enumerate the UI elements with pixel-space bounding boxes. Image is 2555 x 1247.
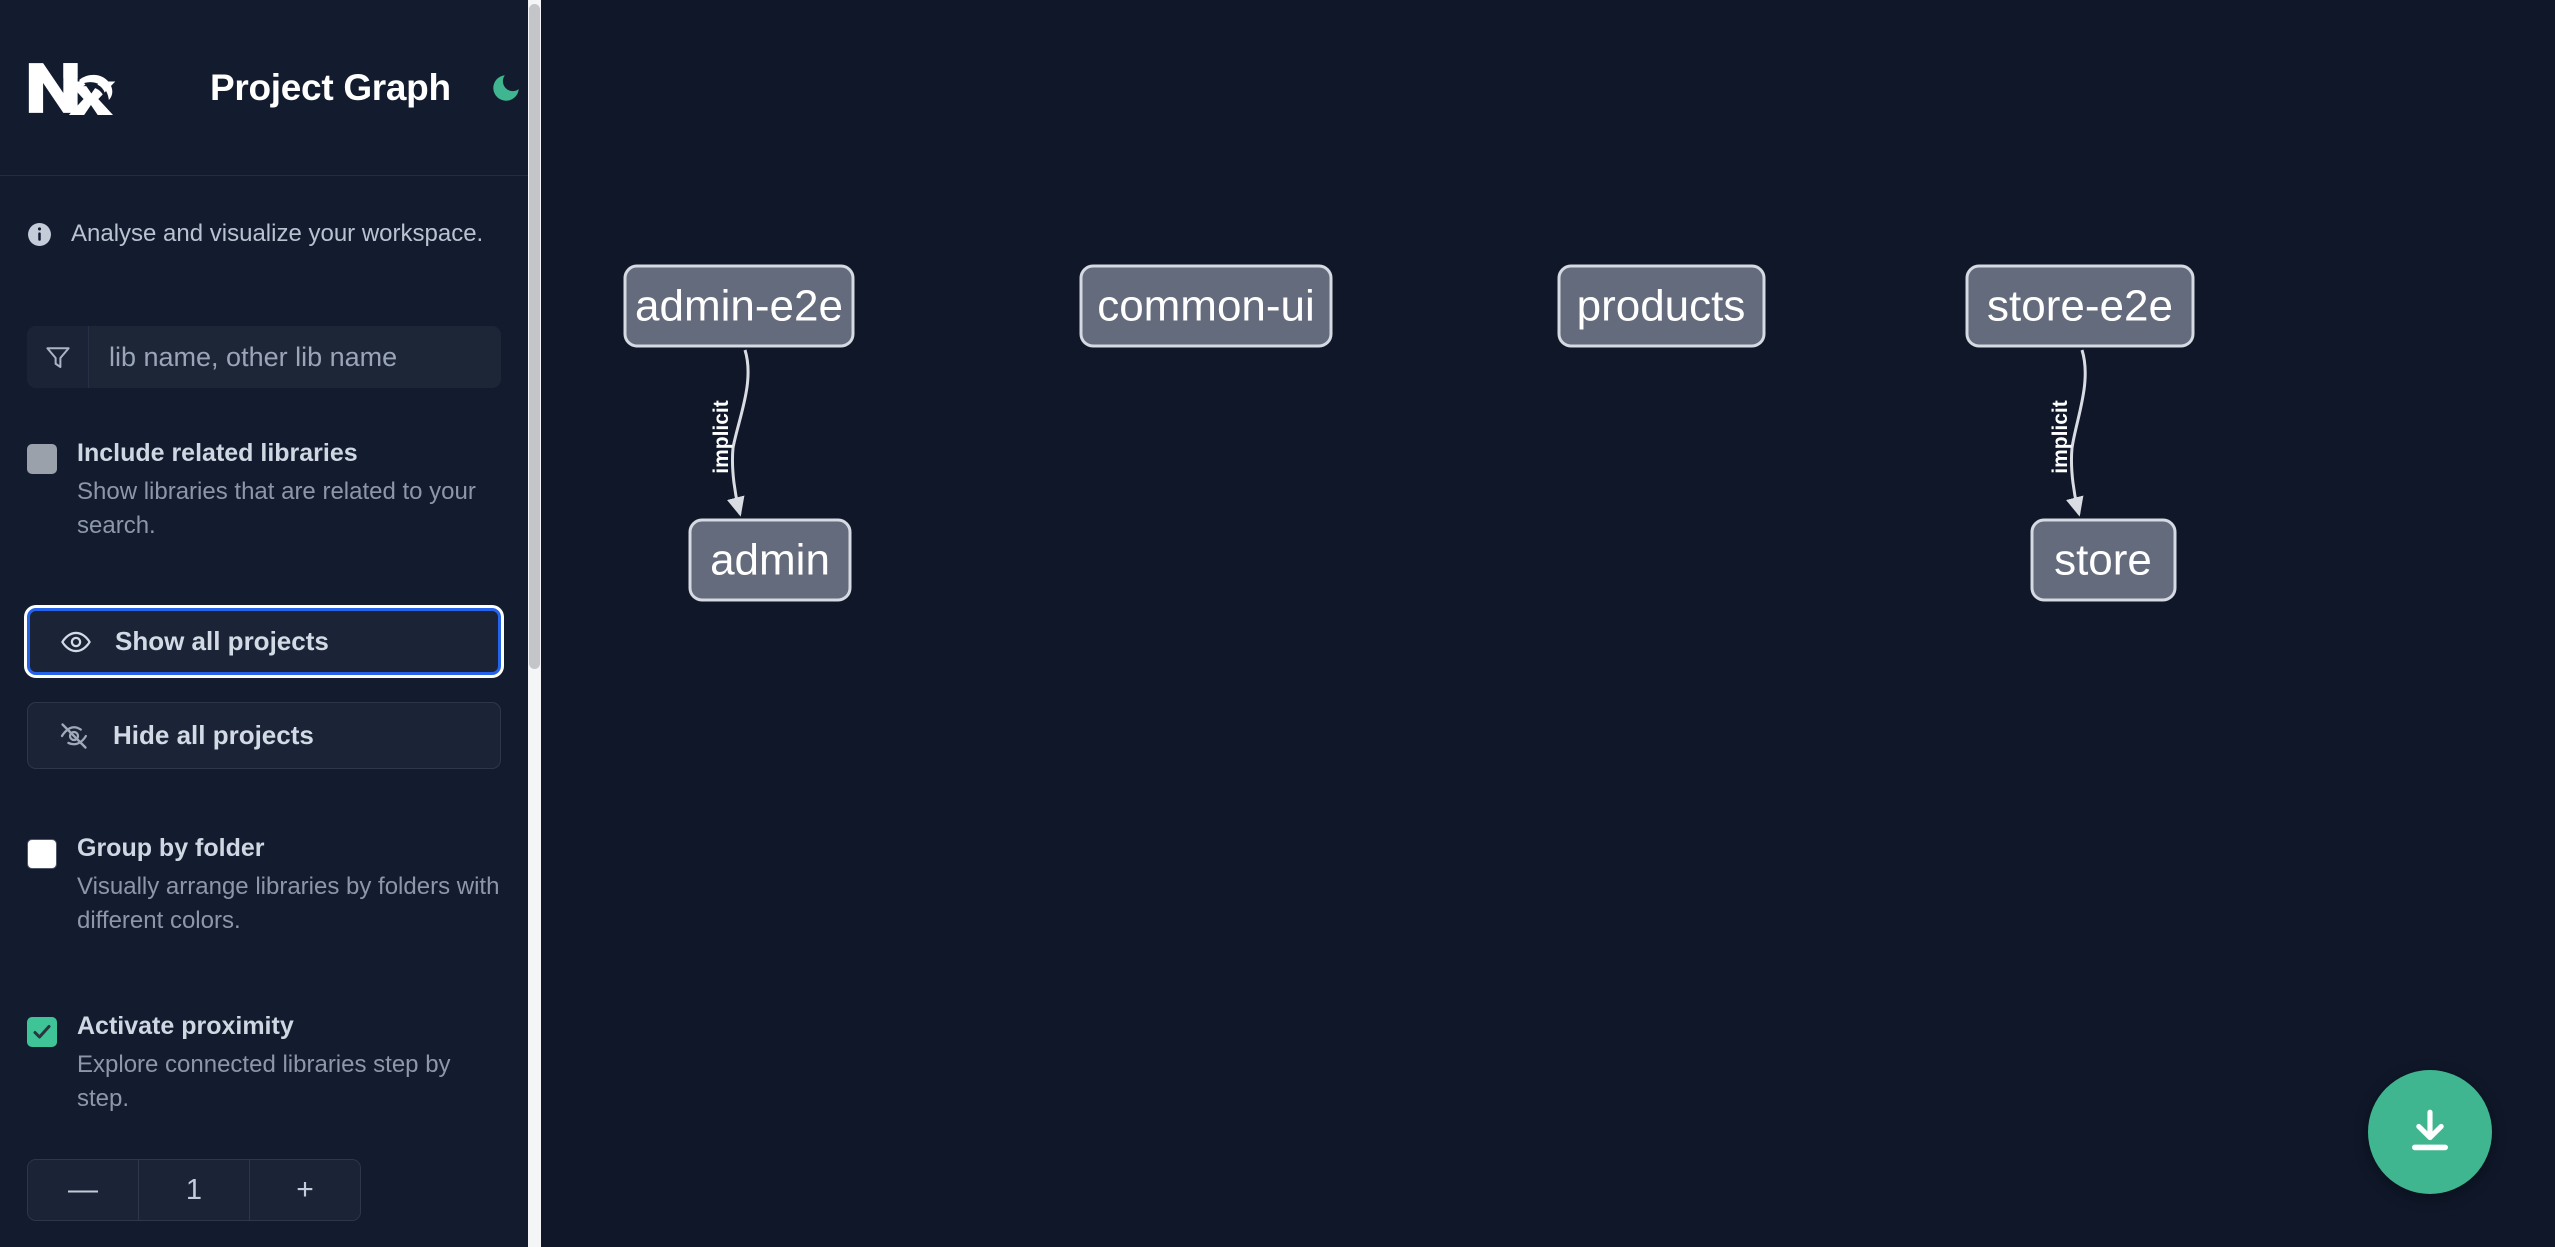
edge-label-implicit-store: implicit: [2049, 400, 2072, 474]
graph-node-label: admin-e2e: [635, 282, 843, 331]
option-texts: Group by folder Visually arrange librari…: [77, 832, 501, 938]
search-input[interactable]: [89, 326, 501, 388]
option-description: Explore connected libraries step by step…: [77, 1050, 451, 1113]
graph-node-products[interactable]: products: [1557, 264, 1766, 348]
download-graph-button[interactable]: [2368, 1070, 2492, 1194]
graph-node-admin-e2e[interactable]: admin-e2e: [623, 264, 855, 348]
workspace-info-text: Analyse and visualize your workspace.: [71, 220, 484, 247]
stepper-decrement-button[interactable]: —: [28, 1160, 138, 1221]
sidebar-content: Project Graph Analyse and visualize your…: [0, 0, 528, 1247]
graph-node-store[interactable]: store: [2030, 518, 2177, 602]
workspace-info: Analyse and visualize your workspace.: [0, 176, 528, 248]
graph-node-label: admin: [710, 536, 830, 585]
graph-node-label: products: [1577, 282, 1746, 331]
page-title: Project Graph: [210, 66, 451, 108]
show-all-projects-wrap: Show all projects: [0, 608, 528, 676]
option-activate-proximity[interactable]: Activate proximity Explore connected lib…: [0, 1010, 528, 1116]
stepper-value: 1: [138, 1160, 250, 1221]
sidebar-header: Project Graph: [0, 0, 528, 175]
filter-row: [27, 326, 501, 388]
graph-node-label: common-ui: [1097, 282, 1315, 331]
graph-node-label: store-e2e: [1987, 282, 2173, 331]
hide-all-projects-wrap: Hide all projects: [0, 702, 528, 770]
option-description: Visually arrange libraries by folders wi…: [77, 872, 500, 934]
checkmark-icon: [33, 1025, 51, 1039]
option-include-related-libraries[interactable]: Include related libraries Show libraries…: [0, 437, 528, 543]
info-icon: [28, 222, 51, 246]
proximity-stepper-wrap: — 1 +: [0, 1159, 528, 1222]
download-icon: [2412, 1109, 2448, 1151]
stepper-increment-button[interactable]: +: [250, 1160, 360, 1221]
graph-node-store-e2e[interactable]: store-e2e: [1965, 264, 2195, 348]
hide-all-projects-label: Hide all projects: [113, 720, 314, 751]
show-all-projects-button[interactable]: Show all projects: [27, 608, 501, 676]
sidebar: Project Graph Analyse and visualize your…: [0, 0, 555, 1247]
option-texts: Include related libraries Show libraries…: [77, 437, 501, 543]
sidebar-scrollbar[interactable]: [528, 0, 541, 1247]
nx-logo-icon: [28, 62, 116, 115]
moon-icon[interactable]: [489, 71, 523, 105]
option-label: Group by folder: [77, 834, 265, 863]
option-description: Show libraries that are related to your …: [77, 477, 476, 539]
graph-canvas[interactable]: implicit implicit admin-e2e common-ui pr…: [555, 0, 2555, 1247]
eye-off-icon: [60, 722, 87, 749]
graph-node-common-ui[interactable]: common-ui: [1079, 264, 1333, 348]
show-all-projects-label: Show all projects: [115, 626, 329, 657]
graph-edges: implicit implicit: [710, 349, 2087, 517]
option-label: Activate proximity: [77, 1012, 294, 1041]
graph-nodes: admin-e2e common-ui products store-e2e a…: [623, 264, 2195, 602]
graph-node-admin[interactable]: admin: [688, 518, 852, 602]
option-texts: Activate proximity Explore connected lib…: [77, 1010, 501, 1116]
activate-proximity-checkbox[interactable]: [27, 1017, 57, 1048]
sidebar-edge: [541, 0, 555, 1247]
edge-admin-e2e-to-admin: [727, 349, 750, 517]
option-group-by-folder[interactable]: Group by folder Visually arrange librari…: [0, 832, 528, 938]
proximity-stepper: — 1 +: [27, 1159, 361, 1222]
edge-label-implicit-admin: implicit: [710, 400, 733, 474]
include-related-libraries-checkbox[interactable]: [27, 444, 57, 474]
header-divider: [0, 175, 528, 176]
option-label: Include related libraries: [77, 439, 358, 467]
group-by-folder-checkbox[interactable]: [27, 839, 57, 870]
filter-icon: [27, 326, 89, 388]
graph-node-label: store: [2054, 536, 2152, 585]
hide-all-projects-button[interactable]: Hide all projects: [27, 702, 501, 770]
edge-store-e2e-to-store: [2066, 349, 2087, 517]
project-graph-svg: implicit implicit admin-e2e common-ui pr…: [623, 264, 2195, 602]
sidebar-scrollbar-thumb[interactable]: [529, 4, 540, 669]
eye-icon: [61, 631, 91, 652]
